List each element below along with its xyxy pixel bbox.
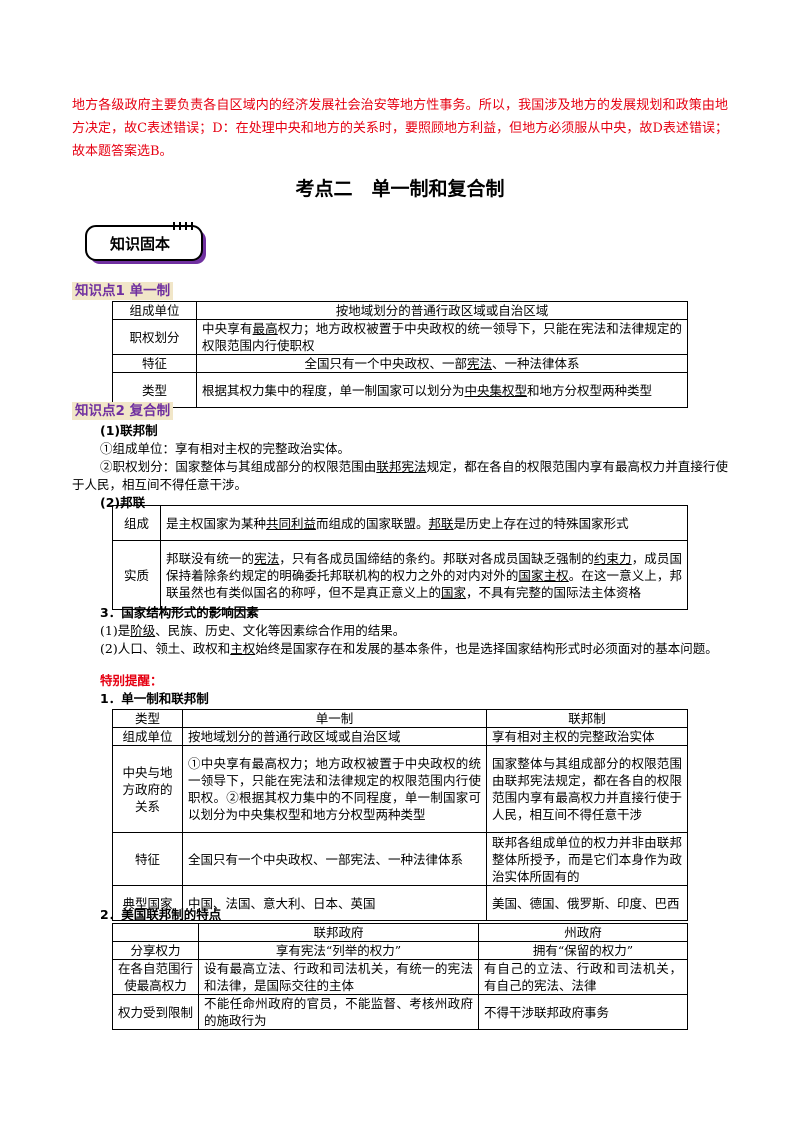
table-row: 中央与地方政府的关系 ①中央享有最高权力；地方政权被置于中央政权的统一领导下，只… [112, 745, 688, 833]
factor-1: (1)是阶级、民族、历史、文化等因素综合作用的结果。 [100, 623, 406, 638]
factor-2: (2)人口、领土、政权和主权始终是国家存在和发展的基本条件，也是选择国家结构形式… [100, 641, 718, 656]
us-federalism-table: 联邦政府 州政府 分享权力 享有宪法“列举的权力” 拥有“保留的权力” 在各自范… [112, 923, 688, 1030]
table-row: 特征 全国只有一个中央政权、一部宪法、一种法律体系 联邦各组成单位的权力并非由联… [112, 832, 688, 886]
table-row: 类型 根据其权力集中的程度，单一制国家可以划分为中央集权型和地方分权型两种类型 [112, 372, 688, 408]
kp1-heading: 知识点1 单一制 [72, 282, 174, 300]
table-row: 组成单位 按地域划分的普通行政区域或自治区域 [112, 301, 688, 320]
table-row: 职权划分 中央享有最高权力；地方政权被置于中央政权的统一领导下，只能在宪法和法律… [112, 319, 688, 355]
kp1-label: 特征 [112, 354, 197, 373]
kp1-label: 职权划分 [112, 319, 197, 355]
table-row: 联邦政府 州政府 [112, 923, 688, 942]
table-row: 权力受到限制 不能任命州政府的官员，不能监督、考核州政府的施政行为 不得干涉联邦… [112, 994, 688, 1030]
kp1-table: 组成单位 按地域划分的普通行政区域或自治区域 职权划分 中央享有最高权力；地方政… [112, 301, 688, 408]
factors-title: 3．国家结构形式的影响因素 [100, 605, 259, 620]
tips-table2-title: 2．美国联邦制的特点 [100, 907, 222, 922]
tips-heading: 特别提醒： [100, 673, 163, 688]
federal-point-2: ②职权划分：国家整体与其组成部分的权限范围由联邦宪法规定，都在各自的权限范围内享… [72, 459, 728, 492]
confederation-table: 组成 是主权国家为某种共同利益而组成的国家联盟。邦联是历史上存在过的特殊国家形式… [112, 505, 688, 610]
badge-label: 知识固本 [110, 235, 170, 253]
table-row: 组成单位 按地域划分的普通行政区域或自治区域 享有相对主权的完整政治实体 [112, 727, 688, 746]
table-row: 特征 全国只有一个中央政权、一部宪法、一种法律体系 [112, 354, 688, 373]
table-row: 实质 邦联没有统一的宪法，只有各成员国缔结的条约。邦联对各成员国缺乏强制的约束力… [112, 540, 688, 610]
table-row: 类型 单一制 联邦制 [112, 709, 688, 728]
table-row: 组成 是主权国家为某种共同利益而组成的国家联盟。邦联是历史上存在过的特殊国家形式 [112, 505, 688, 541]
unitary-federal-table: 类型 单一制 联邦制 组成单位 按地域划分的普通行政区域或自治区域 享有相对主权… [112, 709, 688, 921]
tips-table1-title: 1．单一制和联邦制 [100, 691, 209, 706]
kp1-label: 组成单位 [112, 301, 197, 320]
table-row: 在各自范围行使最高权力 设有最高立法、行政和司法机关，有统一的宪法和法律，是国际… [112, 959, 688, 995]
kp2-heading: 知识点2 复合制 [72, 402, 174, 420]
federal-point-1: ①组成单位：享有相对主权的完整政治实体。 [100, 441, 351, 456]
answer-explanation: 地方各级政府主要负责各自区域内的经济发展社会治安等地方性事务。所以，我国涉及地方… [72, 98, 728, 159]
knowledge-badge-icon: 知识固本 [85, 222, 206, 264]
federal-title: (1)联邦制 [100, 423, 158, 438]
kp1-text: 按地域划分的普通行政区域或自治区域 [196, 301, 688, 320]
table-row: 典型国家 中国、法国、意大利、日本、英国 美国、德国、俄罗斯、印度、巴西 [112, 885, 688, 921]
table-row: 分享权力 享有宪法“列举的权力” 拥有“保留的权力” [112, 941, 688, 960]
section-title: 考点二 单一制和复合制 [295, 178, 505, 200]
